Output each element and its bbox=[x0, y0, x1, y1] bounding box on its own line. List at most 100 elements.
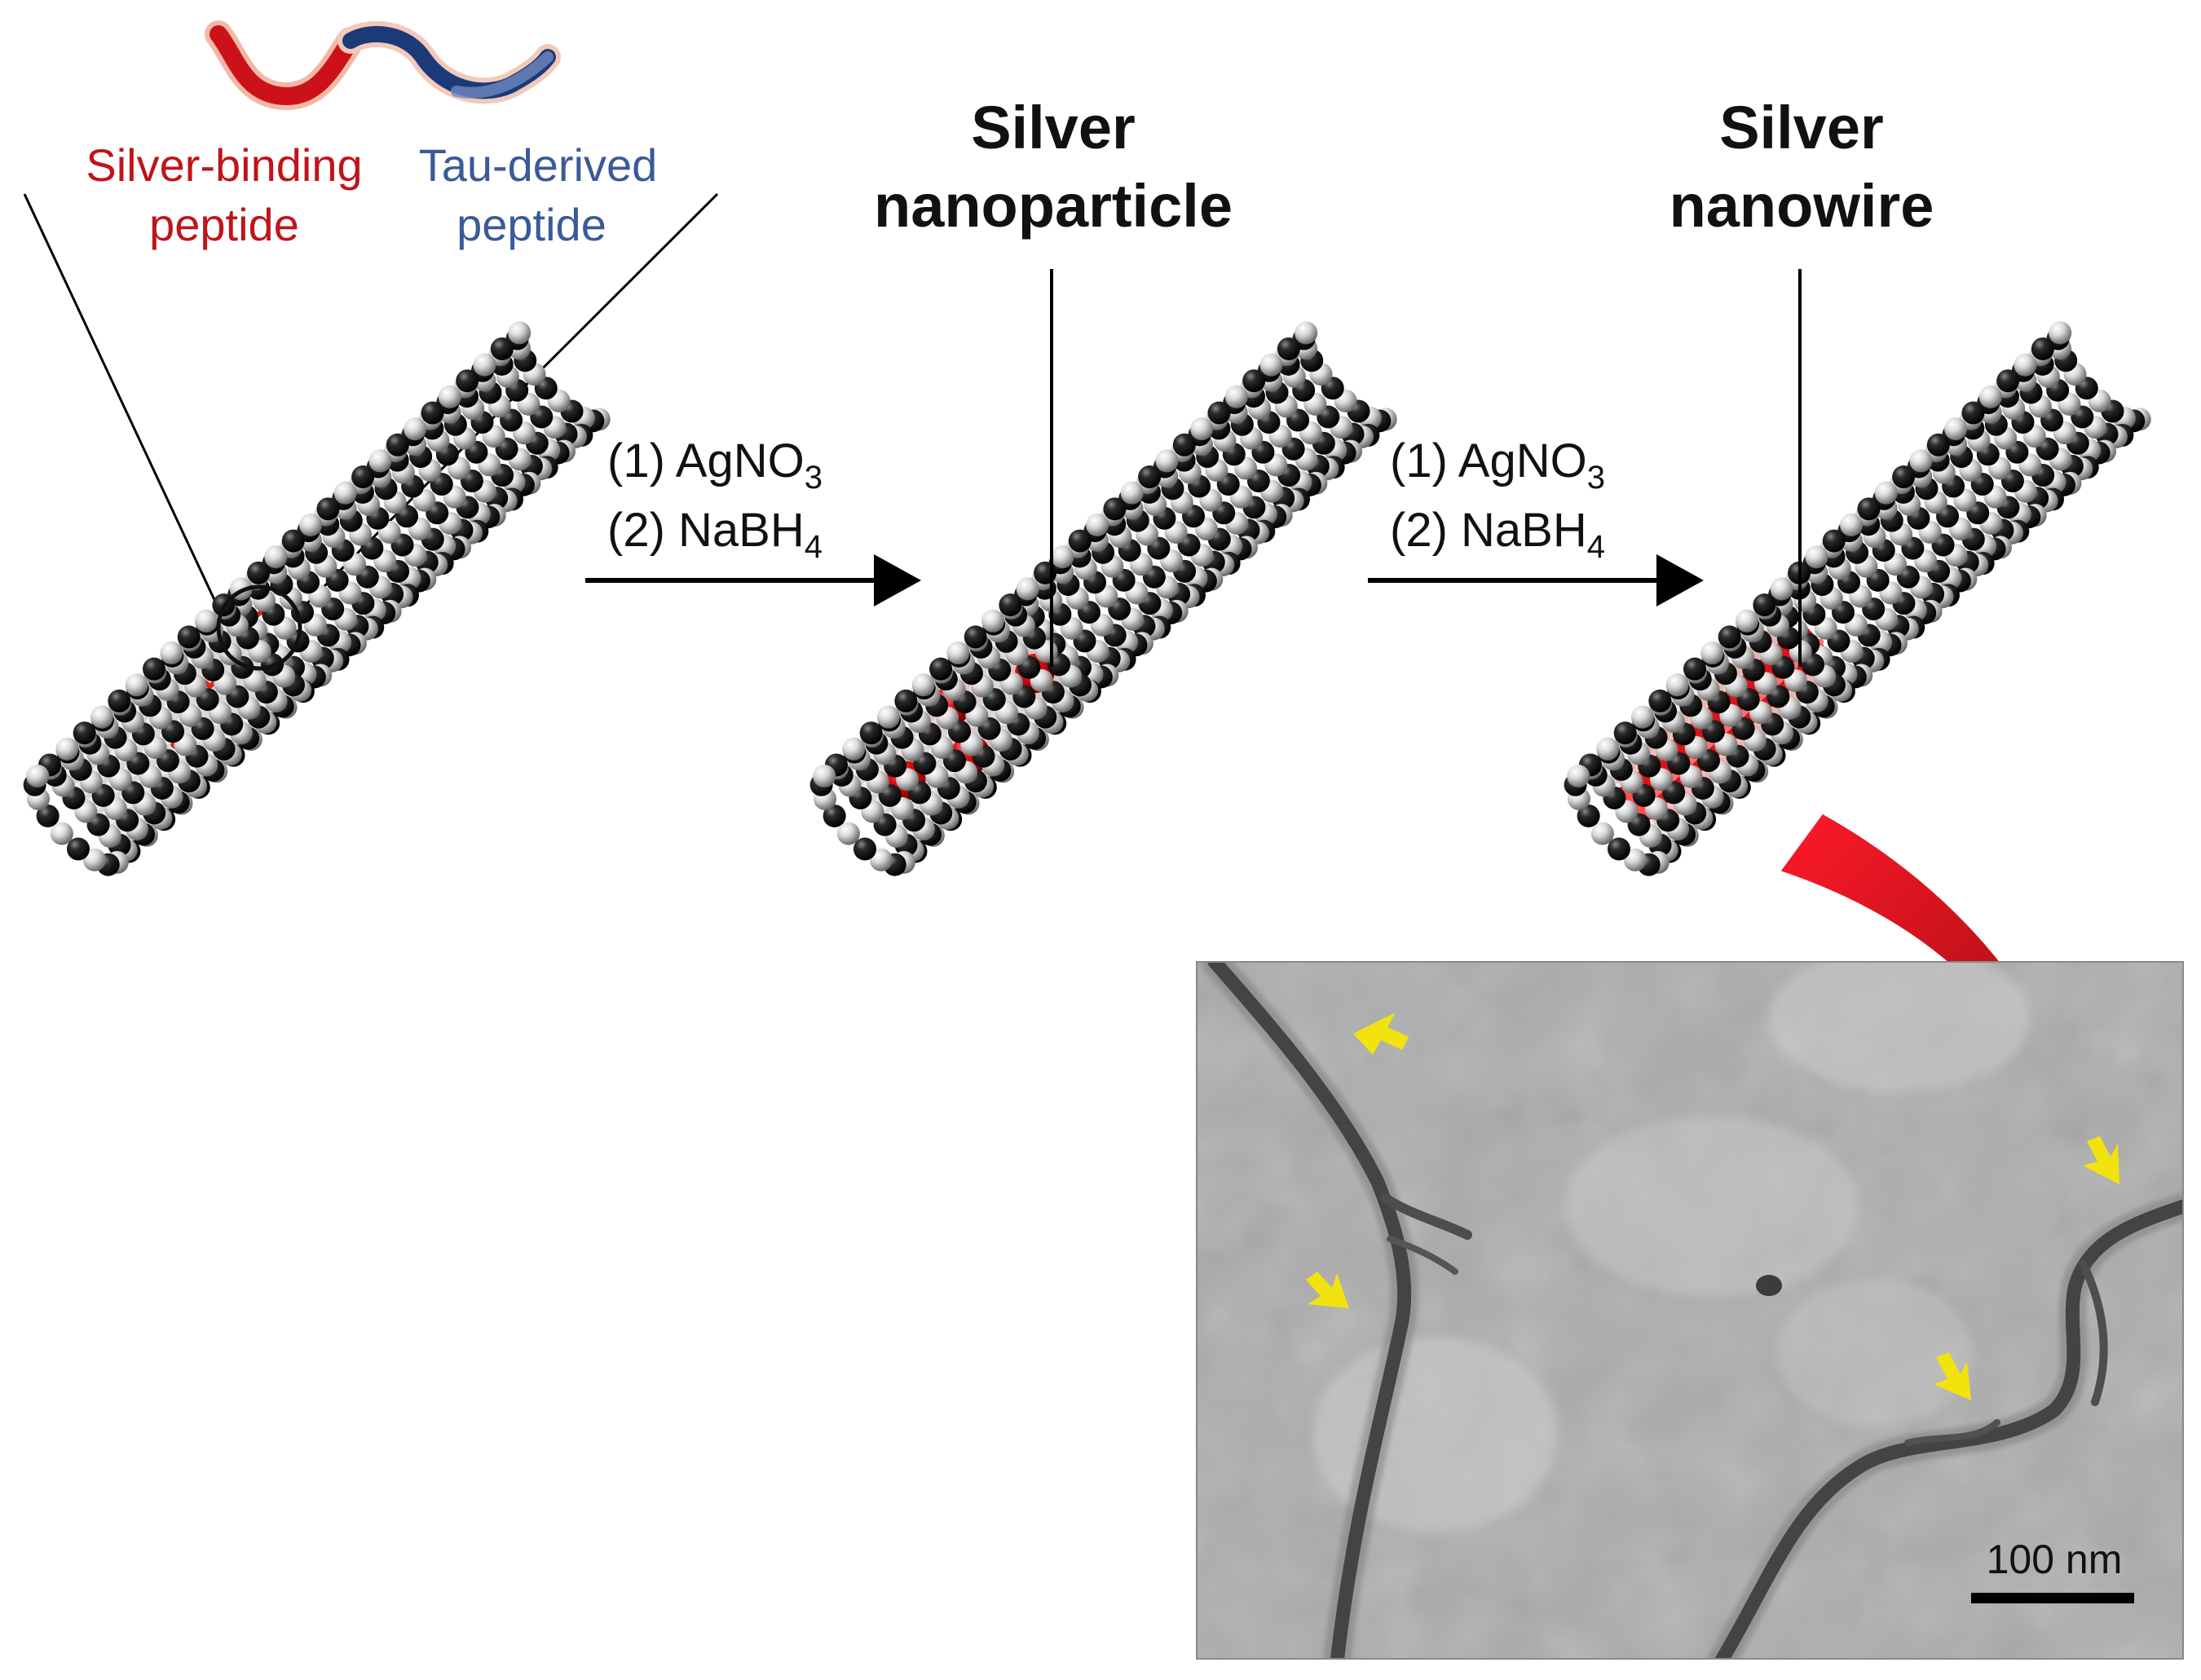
fibril-bead-dark bbox=[2031, 337, 2054, 360]
fibril-bead-dark bbox=[1103, 497, 1127, 521]
fibril-bead-dark bbox=[281, 529, 305, 553]
fibril-rim-bead bbox=[813, 765, 836, 788]
fibril-bead-dark bbox=[1683, 657, 1707, 681]
tau-derived-label-line2: peptide bbox=[457, 199, 606, 250]
fibril-bead-dark bbox=[964, 625, 987, 649]
fibril-bead-light bbox=[1630, 705, 1654, 729]
fibril-bead-dark bbox=[1718, 625, 1741, 649]
fibril-rim-bead bbox=[50, 822, 73, 845]
nanoparticle-title-line2: nanoparticle bbox=[874, 172, 1233, 240]
fibril-bead-dark bbox=[143, 657, 166, 681]
reaction-step-2: (1) AgNO3 (2) NaBH4 bbox=[1368, 434, 1704, 606]
fibril-bead-dark bbox=[859, 721, 883, 745]
fibril-rim-bead bbox=[853, 837, 876, 861]
fibril-bead-light bbox=[55, 737, 79, 761]
yellow-arrow-1 bbox=[1353, 1012, 1409, 1055]
fibril-bead-light bbox=[1874, 481, 1898, 505]
fibril-rim-bead bbox=[869, 848, 893, 871]
scale-bar-label: 100 nm bbox=[1987, 1537, 2123, 1582]
fibril-bead-dark bbox=[1277, 337, 1300, 360]
fibril-bead-dark bbox=[456, 369, 479, 393]
tau-derived-label-line1: Tau-derived bbox=[419, 139, 658, 191]
step1-reagent2-subscript: 4 bbox=[805, 529, 823, 565]
fibril-bead-light bbox=[1665, 673, 1689, 697]
fibril-bead-light bbox=[125, 673, 148, 697]
fibril-bead-light bbox=[1155, 449, 1179, 473]
fibril-bead-light bbox=[1259, 353, 1283, 377]
fibril-rim-bead bbox=[1607, 837, 1630, 861]
fibril-bead-dark bbox=[1857, 497, 1881, 521]
fibril-bead-dark bbox=[1961, 401, 1985, 425]
fibril-bead-dark bbox=[1172, 433, 1196, 456]
silver-binding-label-line2: peptide bbox=[149, 199, 299, 250]
fibril-bead-light bbox=[946, 642, 970, 665]
fibril-bead-light bbox=[508, 321, 532, 345]
fibril-bead-light bbox=[1978, 385, 2002, 408]
step1-reagent2: (2) NaBH bbox=[607, 504, 805, 557]
fibril-rim-bead bbox=[26, 765, 50, 788]
step2-reagent2: (2) NaBH bbox=[1390, 504, 1587, 557]
fibril-bead-dark bbox=[1926, 433, 1950, 456]
fibril-bead-light bbox=[1909, 449, 1933, 473]
fibril-bead-light bbox=[876, 705, 900, 729]
fibril-bead-dark bbox=[386, 433, 409, 456]
svg-text:(2) NaBH4: (2) NaBH4 bbox=[1390, 504, 1605, 565]
step2-arrow-head bbox=[1656, 554, 1704, 606]
fibril-bead-dark bbox=[247, 561, 271, 584]
fibril-bead-light bbox=[1840, 513, 1864, 536]
fibril-rim-bead bbox=[36, 804, 60, 827]
fibril-bead-dark bbox=[1207, 401, 1231, 425]
fibril-bead-dark bbox=[1242, 369, 1266, 393]
step1-reagent1: (1) AgNO bbox=[607, 434, 805, 487]
fibril-bead-dark bbox=[1996, 369, 2020, 393]
fibril-bead-dark bbox=[1648, 689, 1672, 712]
step1-reagent1-subscript: 3 bbox=[805, 460, 823, 496]
tem-micrograph: 100 nm bbox=[1197, 962, 2183, 1659]
fibril-bead-light bbox=[1295, 321, 1318, 345]
step2-reagent1-subscript: 3 bbox=[1587, 460, 1605, 496]
svg-text:(2) NaBH4: (2) NaBH4 bbox=[607, 504, 823, 565]
fibril-bead-dark bbox=[1892, 465, 1916, 489]
step2-reagent2-subscript: 4 bbox=[1587, 529, 1605, 565]
nanowire-title-line1: Silver bbox=[1719, 94, 1884, 161]
fibril-bead-dark bbox=[177, 625, 201, 649]
peptide-schematic: Silver-binding peptide Tau-derived pepti… bbox=[86, 20, 658, 250]
fibril-bead-light bbox=[2049, 321, 2072, 345]
fibril-bead-light bbox=[1016, 577, 1039, 601]
fibril-bead-dark bbox=[1068, 529, 1092, 553]
fibril-bead-dark bbox=[421, 401, 444, 425]
fibril-bead-light bbox=[299, 513, 323, 536]
fibril-bead-light bbox=[90, 705, 113, 729]
fibril-rim-bead bbox=[1567, 765, 1590, 788]
fibril-bead-light bbox=[1736, 609, 1759, 633]
fibril-rim-bead bbox=[66, 837, 90, 861]
fibril-bead-light bbox=[981, 609, 1005, 633]
fibril-bead-light bbox=[333, 481, 357, 505]
amyloid-fibril-template bbox=[23, 321, 611, 876]
fibril-bead-light bbox=[1944, 417, 1968, 441]
fibril-bead-light bbox=[911, 673, 935, 697]
yellow-arrows bbox=[1306, 1012, 2119, 1400]
silver-binding-label-line1: Silver-binding bbox=[86, 139, 362, 191]
fibril-rim-bead bbox=[836, 822, 860, 845]
fibril-bead-light bbox=[195, 609, 218, 633]
fibril-bead-dark bbox=[316, 497, 340, 521]
fibril-bead-light bbox=[264, 545, 288, 569]
fibril-bead-light bbox=[368, 449, 392, 473]
fibril-bead-light bbox=[473, 353, 496, 377]
yellow-arrow-3 bbox=[2083, 1136, 2119, 1184]
nanoparticle-title-line1: Silver bbox=[971, 94, 1136, 161]
reaction-step-1: (1) AgNO3 (2) NaBH4 bbox=[585, 434, 921, 606]
fibril-bead-dark bbox=[929, 657, 953, 681]
fibril-rim-bead bbox=[82, 848, 106, 871]
yellow-arrow-2 bbox=[1306, 1272, 1349, 1308]
fibril-bead-light bbox=[2014, 353, 2037, 377]
fibril-bead-light bbox=[1770, 577, 1793, 601]
fibril-bead-light bbox=[1596, 737, 1620, 761]
fibril-bead-dark bbox=[1753, 593, 1776, 617]
fibril-bead-light bbox=[1700, 642, 1724, 665]
fibril-bead-light bbox=[160, 642, 183, 665]
fibril-bead-dark bbox=[351, 465, 375, 489]
fibril-bead-light bbox=[1120, 481, 1144, 505]
